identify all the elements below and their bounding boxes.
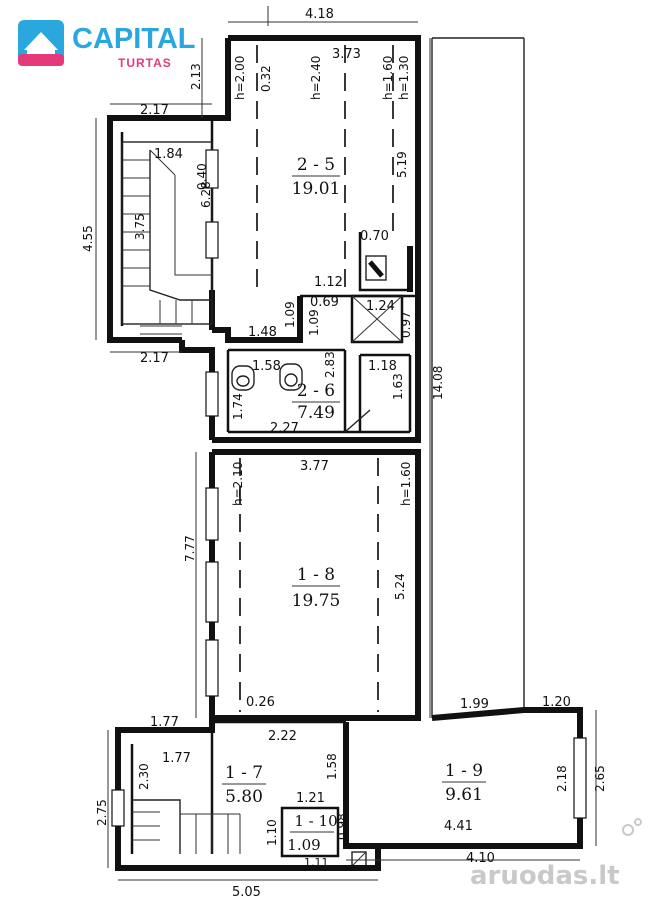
dim-label: 2.17 bbox=[140, 351, 169, 366]
dim-label: 1.24 bbox=[366, 299, 395, 314]
height-label: h=1.60 bbox=[399, 462, 413, 506]
dim-label: 0.98 bbox=[335, 813, 349, 840]
dim-label: 0.26 bbox=[246, 695, 275, 710]
dim-label: 1.11 bbox=[304, 856, 329, 869]
dim-label: 1.10 bbox=[265, 819, 279, 846]
dim-label: 1.77 bbox=[150, 715, 179, 730]
room-1-10-area: 1.09 bbox=[287, 836, 320, 854]
watermark-dots-icon bbox=[622, 824, 634, 836]
dim-label: 7.77 bbox=[183, 535, 197, 562]
room-1-8-area: 19.75 bbox=[292, 591, 341, 611]
dim-label: 4.55 bbox=[81, 225, 95, 252]
dimension-labels: 4.18 2.13 2.17 4.55 6.28 1.84 0.40 3.75 … bbox=[81, 7, 607, 900]
aruodas-watermark: aruodas.lt bbox=[470, 818, 642, 891]
logo-name: CAPITAL bbox=[72, 23, 196, 55]
logo-sub: TURTAS bbox=[118, 56, 172, 70]
dim-label: 2.18 bbox=[555, 765, 569, 792]
dim-label: 2.17 bbox=[140, 103, 169, 118]
height-label: h=1.30 bbox=[397, 56, 411, 100]
height-label: h=2.40 bbox=[309, 56, 323, 100]
boiler-icon bbox=[365, 255, 387, 281]
watermark-text: aruodas.lt bbox=[470, 861, 620, 891]
dim-label: 1.48 bbox=[248, 325, 277, 340]
dim-label: 2.75 bbox=[95, 799, 109, 826]
walls-lower bbox=[111, 37, 587, 871]
height-label: h=2.10 bbox=[231, 462, 245, 506]
dim-label: 1.58 bbox=[252, 359, 281, 374]
dim-label: 5.05 bbox=[232, 885, 261, 900]
dim-label: 2.27 bbox=[270, 421, 299, 436]
height-label: h=1.60 bbox=[381, 56, 395, 100]
dim-label: 4.18 bbox=[305, 7, 334, 22]
dim-label: 0.69 bbox=[310, 295, 339, 310]
room-labels: 2 - 5 19.01 2 - 6 7.49 1 - 8 19.75 1 - 7… bbox=[222, 155, 486, 854]
dim-label: 2.30 bbox=[137, 763, 151, 790]
dim-label: 1.12 bbox=[314, 275, 343, 290]
room-2-5-id: 2 - 5 bbox=[297, 155, 335, 175]
staircase-lower bbox=[132, 799, 241, 854]
room-1-7-area: 5.80 bbox=[225, 787, 263, 807]
dim-label: 2.83 bbox=[323, 351, 337, 378]
walls-upper bbox=[107, 35, 421, 443]
dim-label: 4.10 bbox=[466, 851, 495, 866]
dim-label: 1.09 bbox=[283, 301, 297, 328]
dim-label: 5.19 bbox=[395, 151, 409, 178]
room-1-9-id: 1 - 9 bbox=[445, 761, 483, 781]
dim-label: 0.40 bbox=[195, 163, 209, 190]
ceiling-height-labels: h=2.00 h=2.40 h=1.60 h=1.30 h=2.10 h=1.6… bbox=[231, 56, 413, 506]
capital-logo: CAPITAL TURTAS bbox=[18, 20, 196, 70]
dim-label: 4.41 bbox=[444, 819, 473, 834]
dimension-lines bbox=[95, 6, 597, 881]
dim-label: 0.70 bbox=[360, 229, 389, 244]
room-2-6-area: 7.49 bbox=[297, 403, 335, 423]
bathroom-fixtures bbox=[231, 255, 387, 867]
dim-label: 1.20 bbox=[542, 695, 571, 710]
room-2-6-id: 2 - 6 bbox=[297, 381, 335, 401]
dim-label: 0.97 bbox=[399, 311, 413, 338]
room-2-5-area: 19.01 bbox=[292, 179, 341, 199]
room-1-8-id: 1 - 8 bbox=[297, 565, 335, 585]
dim-label: 1.21 bbox=[296, 791, 325, 806]
dim-label: 1.74 bbox=[231, 393, 245, 420]
dim-label: 3.77 bbox=[300, 459, 329, 474]
height-label: h=2.00 bbox=[233, 56, 247, 100]
dim-label: 3.75 bbox=[133, 213, 147, 240]
room-1-9-area: 9.61 bbox=[445, 785, 483, 805]
dim-label: 2.13 bbox=[189, 63, 203, 90]
room-1-7-id: 1 - 7 bbox=[225, 763, 263, 783]
dim-label: 2.65 bbox=[593, 765, 607, 792]
dim-label: 0.32 bbox=[259, 65, 273, 92]
ceiling-height-lines-lower bbox=[239, 458, 379, 712]
dim-label: 1.58 bbox=[325, 753, 339, 780]
dim-label: 1.18 bbox=[368, 359, 397, 374]
dim-label: 5.24 bbox=[393, 573, 407, 600]
windows-upper bbox=[205, 149, 219, 417]
dim-label: 14.08 bbox=[431, 366, 445, 400]
dim-label: 1.99 bbox=[460, 697, 489, 712]
dim-label: 1.77 bbox=[162, 751, 191, 766]
dim-label: 3.73 bbox=[332, 47, 361, 62]
house-roof-icon bbox=[24, 32, 58, 50]
dim-label: 1.09 bbox=[307, 309, 321, 336]
dim-label: 2.22 bbox=[268, 729, 297, 744]
ceiling-height-lines-upper bbox=[256, 45, 394, 292]
dim-label: 1.63 bbox=[391, 373, 405, 400]
dim-label: 6.28 bbox=[199, 181, 213, 208]
room-1-10-id: 1 - 10 bbox=[294, 812, 337, 830]
dim-label: 1.84 bbox=[154, 147, 183, 162]
